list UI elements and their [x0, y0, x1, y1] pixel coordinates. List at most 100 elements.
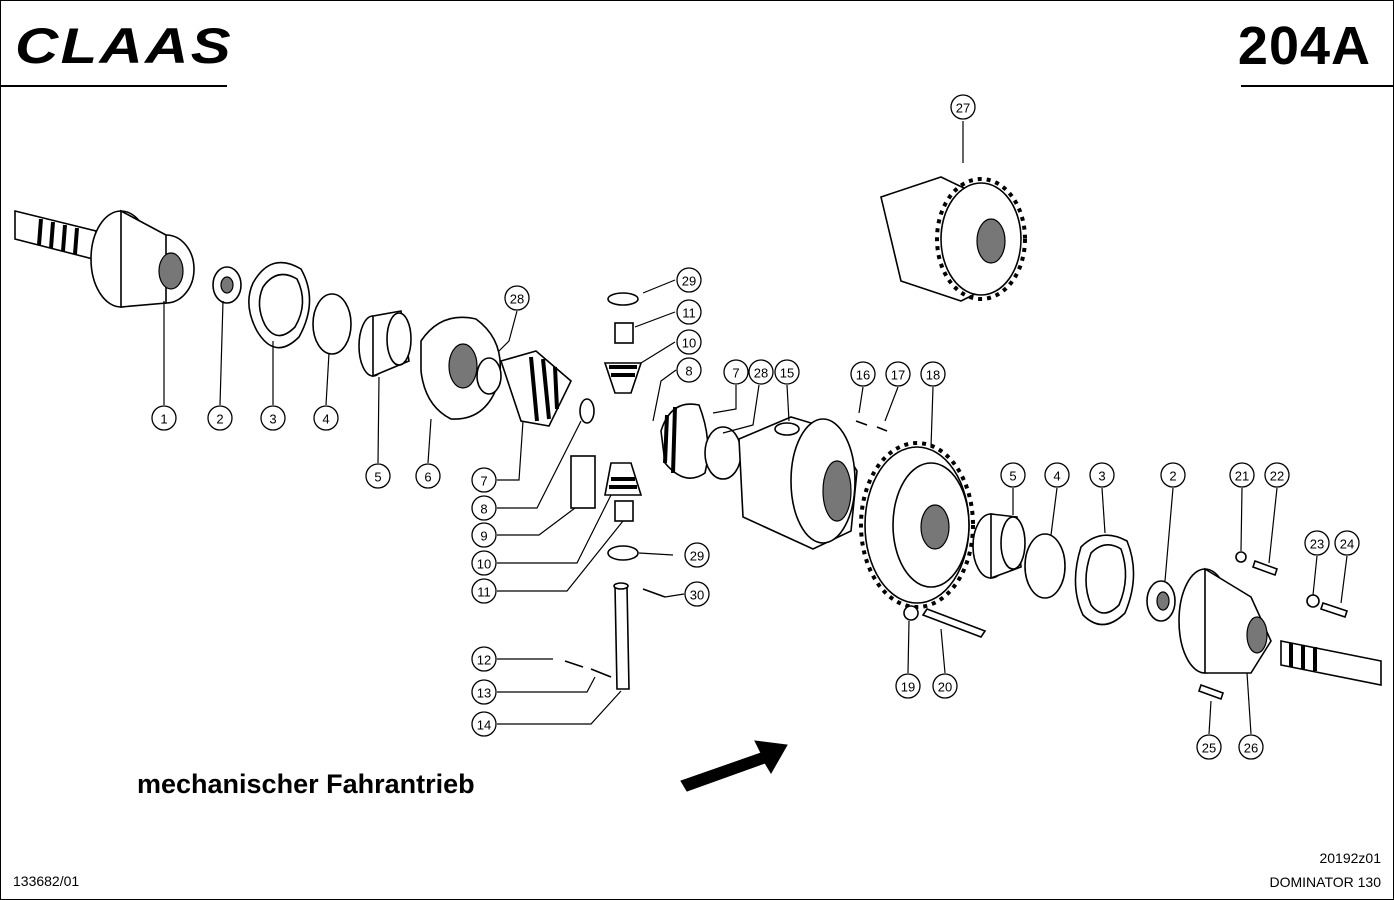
callout-label: 13 — [477, 686, 491, 701]
callout-c18: 18 — [920, 361, 946, 387]
callout-label: 28 — [510, 292, 524, 307]
claas-logo: CLAAS — [15, 19, 231, 69]
callout-label: 24 — [1340, 537, 1354, 552]
bolt-22 — [1251, 559, 1279, 577]
callout-c21: 21 — [1229, 462, 1255, 488]
thrust-washer-left — [579, 398, 595, 424]
callout-bubble — [471, 578, 497, 604]
callout-bubble — [774, 359, 800, 385]
differential-case — [738, 416, 858, 550]
callout-bubble — [1229, 462, 1255, 488]
left-flange-hub — [90, 209, 195, 308]
callout-label: 10 — [477, 557, 491, 572]
callout-bubble — [1089, 462, 1115, 488]
callout-bubble — [895, 673, 921, 699]
callout-label: 23 — [1310, 537, 1324, 552]
callout-bubble — [1044, 462, 1070, 488]
callout-label: 28 — [754, 366, 768, 381]
callout-label: 27 — [956, 101, 970, 116]
callout-c28b: 28 — [748, 359, 774, 385]
bearing-left — [358, 310, 412, 378]
callout-label: 18 — [926, 368, 940, 383]
callout-bubble — [471, 467, 497, 493]
callout-bubble — [676, 267, 702, 293]
washer-21 — [1235, 551, 1247, 563]
callout-c8a: 8 — [676, 357, 702, 383]
callout-label: 15 — [780, 366, 794, 381]
callout-c11: 11 — [471, 578, 497, 604]
callout-c7a: 7 — [723, 359, 749, 385]
callout-label: 19 — [901, 680, 915, 695]
callout-label: 11 — [477, 585, 491, 600]
callout-label: 21 — [1235, 469, 1249, 484]
callout-bubble — [885, 361, 911, 387]
pinion-washer-lower — [607, 545, 639, 561]
callout-bubble — [471, 679, 497, 705]
spider-pinion-upper — [603, 362, 643, 394]
callout-bubble — [207, 405, 233, 431]
callout-c19: 19 — [895, 673, 921, 699]
callout-label: 22 — [1270, 469, 1284, 484]
callout-c27: 27 — [950, 94, 976, 120]
callout-bubble — [471, 550, 497, 576]
bolt-24 — [1319, 601, 1349, 619]
callout-c3: 3 — [260, 405, 286, 431]
callout-bubble — [723, 359, 749, 385]
callout-c28a: 28 — [504, 285, 530, 311]
callout-label: 20 — [938, 680, 952, 695]
callout-bubble — [365, 463, 391, 489]
callout-bubble — [471, 646, 497, 672]
callout-c15: 15 — [774, 359, 800, 385]
callout-bubble — [1000, 462, 1026, 488]
gasket-right — [1074, 534, 1135, 626]
callout-label: 16 — [856, 368, 870, 383]
bolt-25 — [1197, 683, 1225, 701]
callout-bubble — [260, 405, 286, 431]
pinion-washer-upper — [607, 292, 639, 306]
callout-bubble — [748, 359, 774, 385]
model-name: DOMINATOR 130 — [1269, 874, 1381, 890]
callout-c16: 16 — [850, 361, 876, 387]
spacer-sleeve — [570, 455, 596, 509]
callout-c9: 9 — [471, 522, 497, 548]
callout-bubble — [1196, 734, 1222, 760]
nut-19 — [903, 605, 919, 621]
differential-assembly-27 — [880, 176, 1027, 302]
callout-label: 17 — [891, 368, 905, 383]
callout-c22: 22 — [1264, 462, 1290, 488]
callout-label: 29 — [690, 549, 704, 564]
header-rule-left — [1, 85, 227, 87]
callout-label: 1 — [160, 412, 167, 427]
header-rule-right — [1241, 85, 1393, 87]
callout-c11a: 11 — [676, 299, 702, 325]
callout-label: 10 — [682, 336, 696, 351]
callout-label: 5 — [1009, 469, 1016, 484]
callout-bubble — [415, 463, 441, 489]
callout-label: 29 — [682, 274, 696, 289]
bolt-20 — [921, 608, 987, 638]
callout-label: 11 — [682, 306, 696, 321]
callout-c3b: 3 — [1089, 462, 1115, 488]
callout-bubble — [676, 329, 702, 355]
bushing-upper — [614, 322, 634, 344]
roll-pin-30 — [642, 588, 666, 598]
callout-label: 2 — [216, 412, 223, 427]
callout-bubble — [471, 495, 497, 521]
callout-label: 5 — [374, 470, 381, 485]
callout-bubble — [920, 361, 946, 387]
roll-pin-13 — [590, 668, 612, 678]
callout-label: 6 — [424, 470, 431, 485]
callout-bubble — [684, 542, 710, 568]
callout-bubble — [676, 299, 702, 325]
callout-c13: 13 — [471, 679, 497, 705]
callout-c10: 10 — [471, 550, 497, 576]
differential-cover — [420, 316, 502, 420]
callout-label: 4 — [1053, 469, 1060, 484]
spider-pinion-lower — [604, 462, 643, 496]
callout-bubble — [676, 357, 702, 383]
callout-c12: 12 — [471, 646, 497, 672]
callout-bubble — [471, 522, 497, 548]
callout-bubble — [684, 581, 710, 607]
